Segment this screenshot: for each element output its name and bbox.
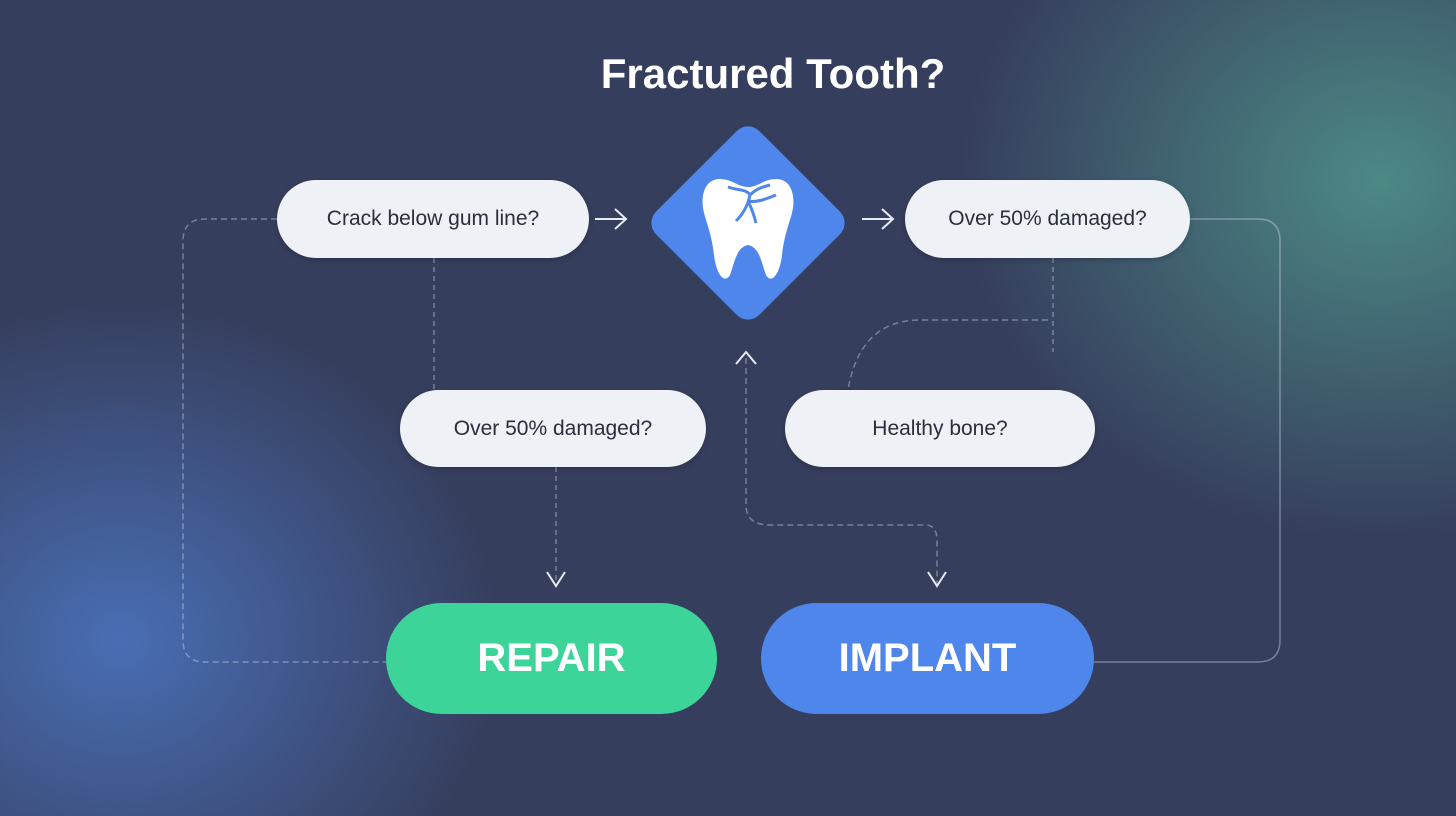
outcome-implant: IMPLANT	[761, 603, 1094, 714]
arrow-right-icon	[862, 208, 895, 230]
node-over-50-damaged-right: Over 50% damaged?	[905, 180, 1190, 258]
diagram-title: Fractured Tooth?	[600, 50, 946, 97]
cracked-tooth-icon	[702, 179, 794, 279]
left-loop-line	[182, 218, 386, 663]
arrow-up-icon	[735, 350, 757, 365]
implant-loop-line	[745, 358, 938, 585]
node-crack-below-gum-line: Crack below gum line?	[277, 180, 589, 258]
outcome-repair: REPAIR	[386, 603, 717, 714]
arrow-down-icon	[927, 571, 947, 588]
right-loop-line	[1094, 218, 1281, 663]
arrow-right-icon	[595, 208, 628, 230]
arrow-down-icon	[546, 571, 566, 588]
node-over-50-damaged-left: Over 50% damaged?	[400, 390, 706, 467]
bone-curve-line	[847, 319, 1048, 391]
node-healthy-bone: Healthy bone?	[785, 390, 1095, 467]
